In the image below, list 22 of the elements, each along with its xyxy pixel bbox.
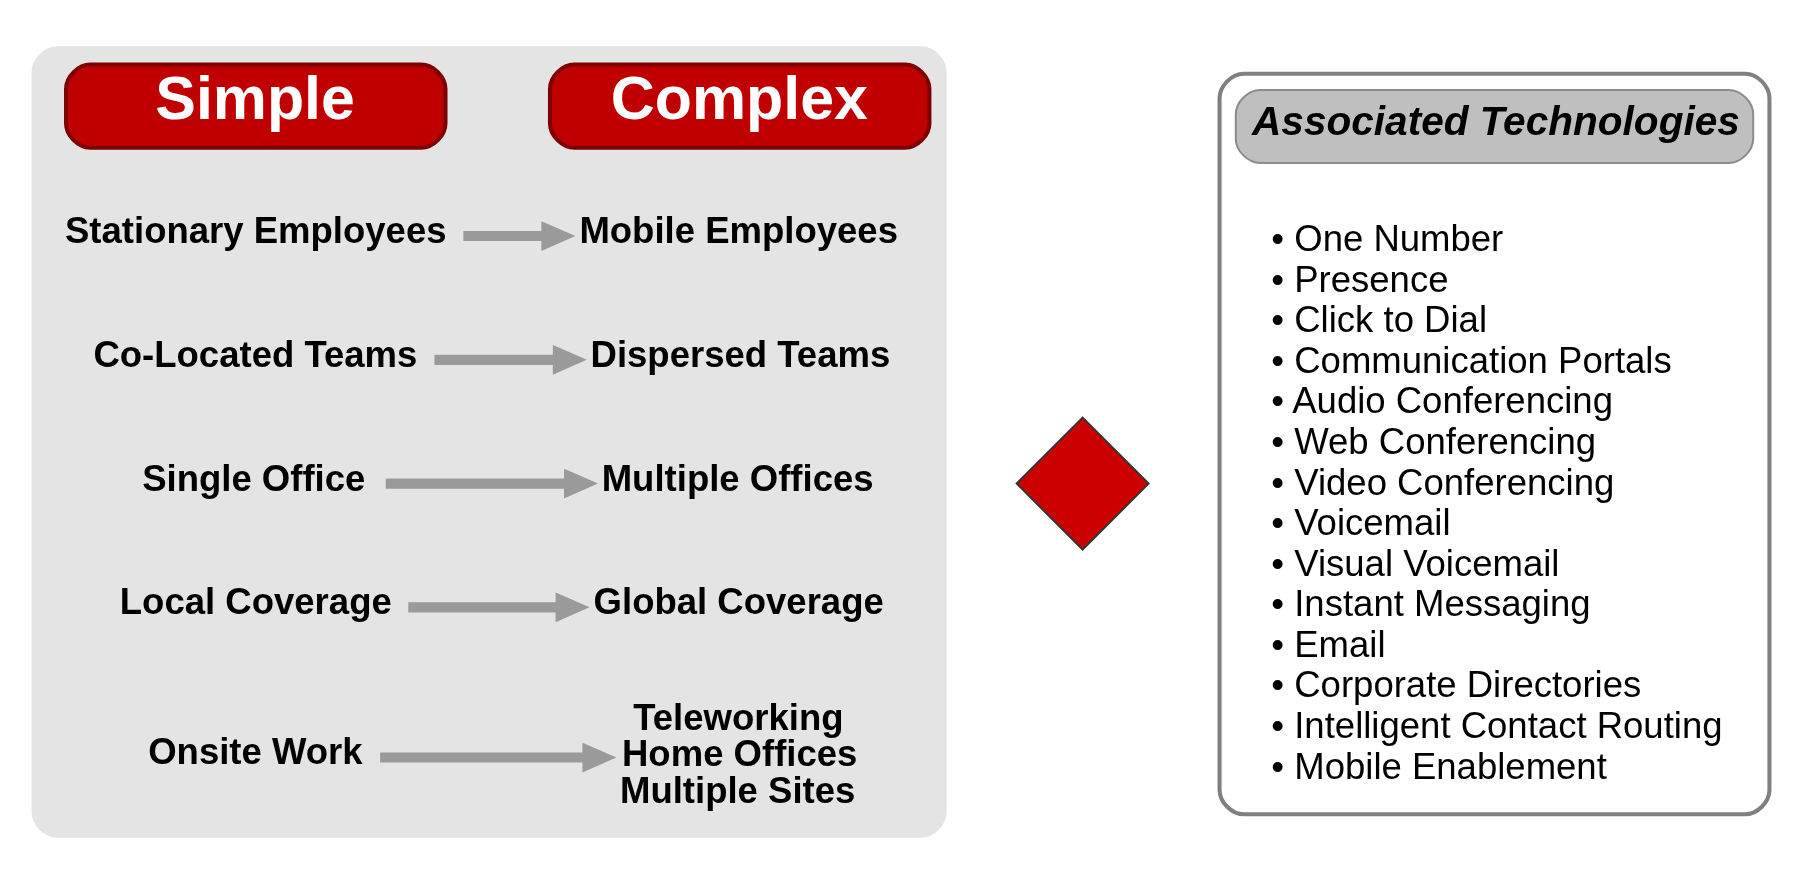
node-text: Global Coverage <box>593 581 884 623</box>
node-box: Simple <box>64 62 448 150</box>
node-text: Dispersed Teams <box>590 333 891 375</box>
arrow <box>380 742 617 773</box>
cluster <box>31 46 947 838</box>
node-text: Onsite Work <box>148 731 363 773</box>
node-text: Local Coverage <box>119 581 392 623</box>
node-text: Stationary Employees <box>65 209 447 251</box>
node-text: Co-Located Teams <box>93 333 418 375</box>
cluster <box>1217 71 1772 817</box>
node-text: Teleworking Home Offices Multiple Sites <box>619 696 858 811</box>
node-box: Complex <box>547 62 932 150</box>
node-box: Associated Technologies <box>1234 88 1755 164</box>
arrow <box>434 344 587 375</box>
arrow <box>408 592 590 623</box>
node-text: Multiple Offices <box>601 457 874 499</box>
node-text: Mobile Employees <box>579 209 898 251</box>
node-text: • One Number • Presence • Click to Dial • Communication Portals • Audio Conferencing • Web Conferencing • Video Conferencing • Voicemail • Visual Voicemail • Instant Messaging • Email • Corporate Directories • Intelligent Contact Routing • Mobile Enablement <box>1271 218 1723 787</box>
arrow <box>463 221 576 251</box>
node-text: Single Office <box>142 457 366 499</box>
arrow <box>385 468 598 499</box>
node-diamond <box>1015 416 1150 551</box>
